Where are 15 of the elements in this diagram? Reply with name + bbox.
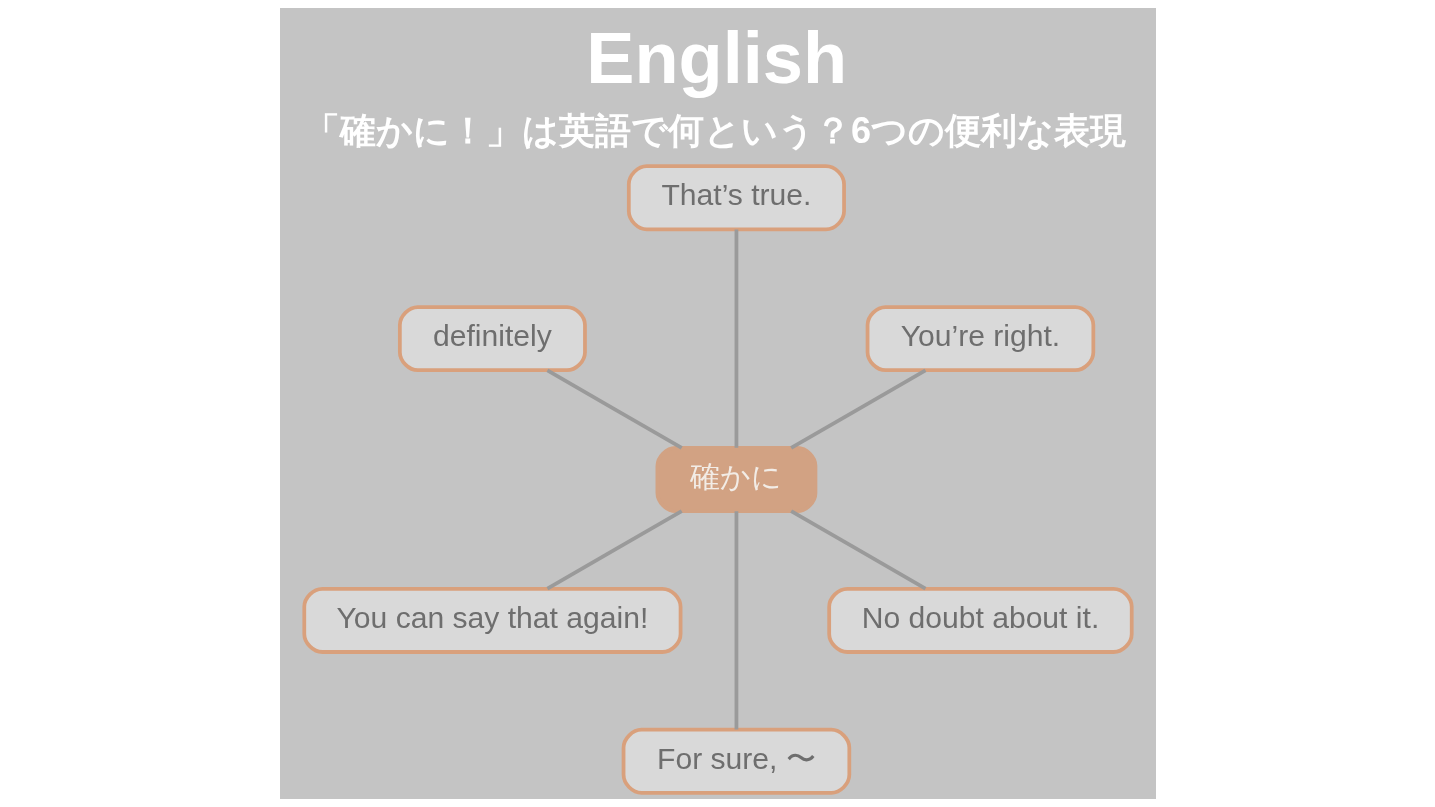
node-box: You can say that again!	[301, 586, 682, 654]
connector	[545, 368, 683, 450]
node-box: You’re right.	[865, 305, 1095, 373]
connector	[734, 511, 738, 730]
caption: 「確かに！」は英語で何という？6つの便利な表現	[303, 110, 1126, 152]
connector	[789, 509, 926, 591]
node-box: That’s true.	[626, 164, 846, 232]
node-box: For sure, 〜	[621, 727, 851, 795]
diagram-title: English	[585, 18, 847, 99]
node-box: 確かに	[655, 446, 817, 513]
node-box: definitely	[397, 305, 587, 373]
connector	[545, 509, 683, 591]
connector	[734, 229, 738, 448]
node-box: No doubt about it.	[826, 586, 1134, 654]
connector	[789, 368, 926, 450]
